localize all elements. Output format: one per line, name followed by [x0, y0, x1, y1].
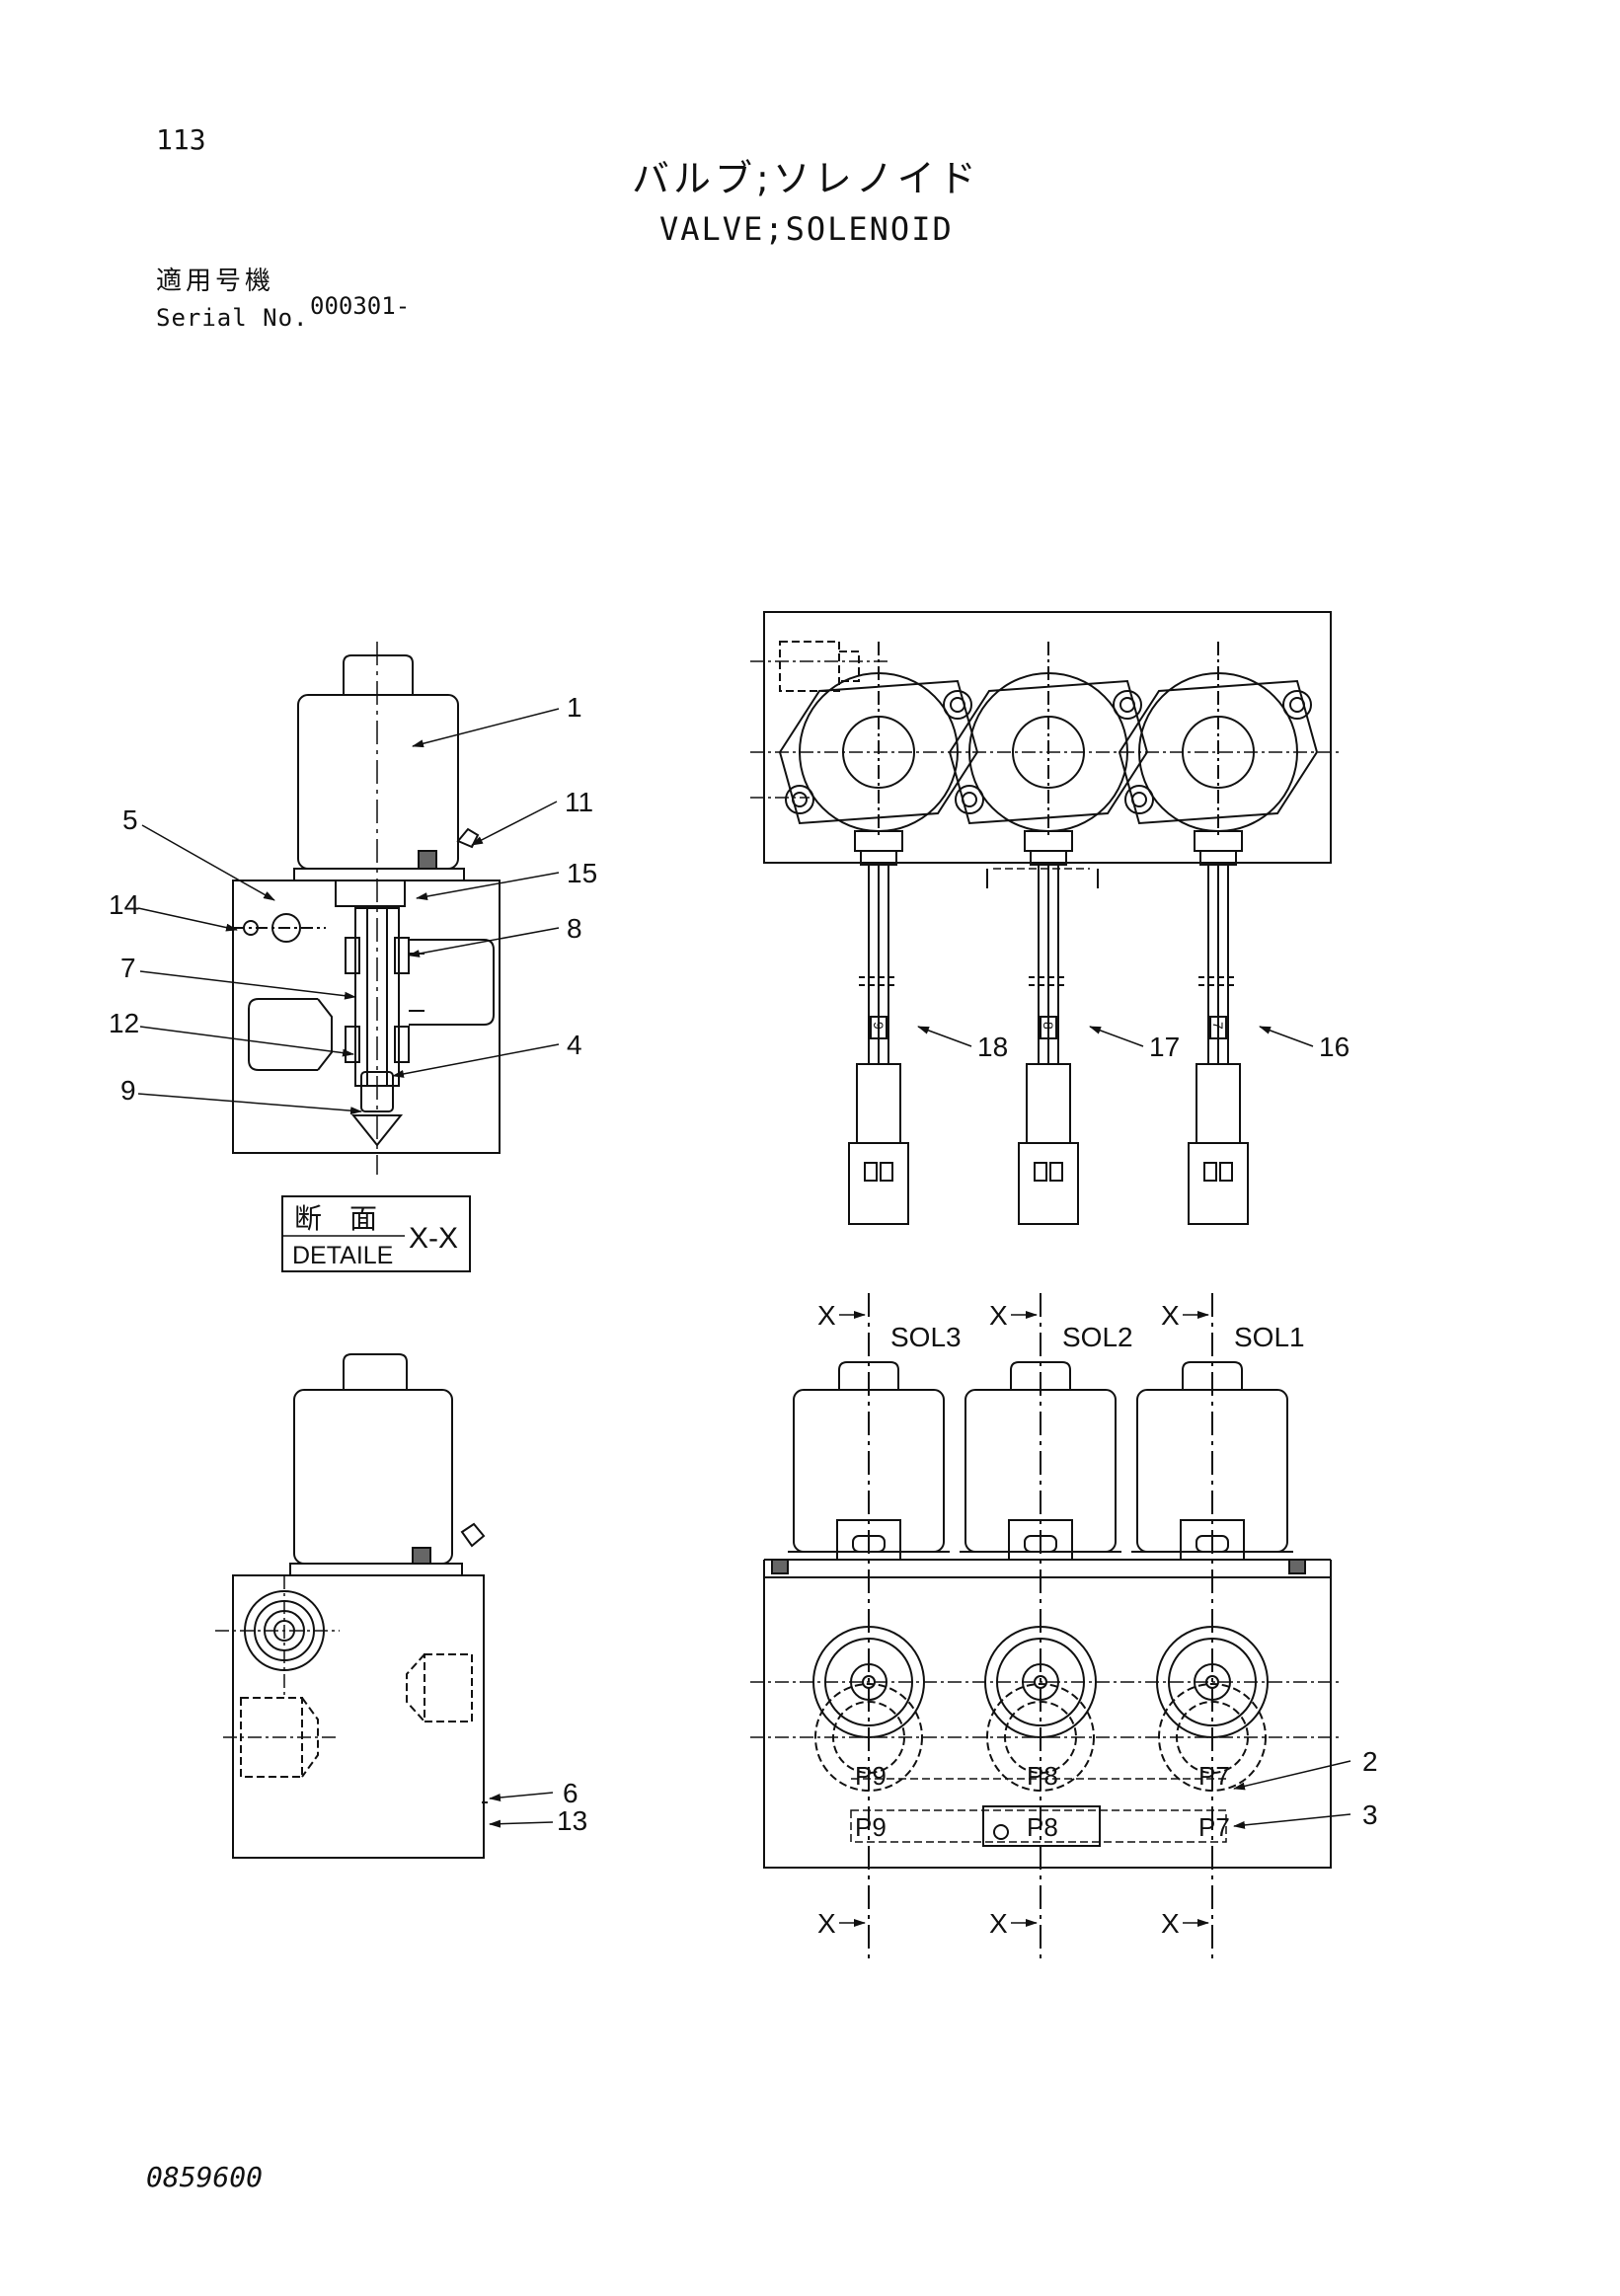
- callout-11: 11: [565, 787, 593, 817]
- title-english: VALVE;SOLENOID: [659, 210, 954, 248]
- port-label-lower: P7: [1198, 1812, 1230, 1842]
- top-view: [750, 611, 1343, 888]
- section-label-japanese: 断 面: [294, 1203, 377, 1234]
- side-view-leaders: [489, 1792, 554, 1828]
- callout-5: 5: [122, 804, 138, 835]
- wire-tag-label: 9: [871, 1022, 887, 1030]
- callout-18: 18: [977, 1032, 1008, 1062]
- callout-14: 14: [109, 889, 139, 920]
- section-mark-bottom: X: [1161, 1908, 1180, 1939]
- callout-4: 4: [567, 1030, 582, 1060]
- wire-tag-label: 8: [1041, 1022, 1056, 1030]
- page-number: 113: [156, 123, 206, 156]
- solenoid-label: SOL3: [890, 1322, 962, 1352]
- callout-17: 17: [1149, 1032, 1180, 1062]
- top-coil-unit: 7: [1118, 642, 1319, 1225]
- callout-2: 2: [1362, 1746, 1378, 1777]
- top-view-leaders: [917, 1026, 1314, 1047]
- callout-13: 13: [557, 1805, 587, 1836]
- port-label-upper: P8: [1027, 1761, 1058, 1791]
- solenoid-label: SOL1: [1234, 1322, 1305, 1352]
- callout-3: 3: [1362, 1799, 1378, 1830]
- solenoid-label: SOL2: [1062, 1322, 1133, 1352]
- section-mark-top: X: [817, 1300, 836, 1331]
- port-label-lower: P8: [1027, 1812, 1058, 1842]
- section-mark-top: X: [1161, 1300, 1180, 1331]
- section-mark-bottom: X: [817, 1908, 836, 1939]
- side-view: [215, 1353, 488, 1859]
- callout-15: 15: [567, 858, 597, 888]
- section-mark-bottom: X: [989, 1908, 1008, 1939]
- section-view-leaders: [137, 708, 560, 1115]
- section-mark-top: X: [989, 1300, 1008, 1331]
- title-japanese: バルブ;ソレノイド: [632, 157, 980, 200]
- top-view-coils: 9 8 7: [778, 642, 1319, 1225]
- callout-9: 9: [120, 1075, 136, 1106]
- section-label-suffix: X-X: [409, 1222, 458, 1255]
- serial-label-japanese: 適用号機: [156, 267, 275, 296]
- callout-6: 6: [563, 1778, 579, 1808]
- port-label-lower: P9: [855, 1812, 887, 1842]
- port-label-upper: P7: [1198, 1761, 1230, 1791]
- top-coil-unit: 8: [948, 642, 1149, 1225]
- port-label-upper: P9: [855, 1761, 887, 1791]
- section-label-box: 断 面 DETAILE X-X: [281, 1195, 471, 1272]
- drawing-number: 0859600: [146, 2161, 264, 2193]
- callout-8: 8: [567, 913, 582, 944]
- callout-12: 12: [109, 1008, 139, 1038]
- serial-label-english: Serial No.: [156, 304, 309, 332]
- serial-number-value: 000301-: [310, 292, 411, 320]
- callout-7: 7: [120, 953, 136, 983]
- section-view: [232, 642, 501, 1175]
- callout-16: 16: [1319, 1032, 1350, 1062]
- section-label-english: DETAILE: [292, 1242, 393, 1269]
- top-coil-unit: 9: [778, 642, 979, 1225]
- callout-1: 1: [567, 692, 582, 723]
- front-view-leaders: [1233, 1760, 1351, 1829]
- wire-tag-label: 7: [1210, 1022, 1226, 1030]
